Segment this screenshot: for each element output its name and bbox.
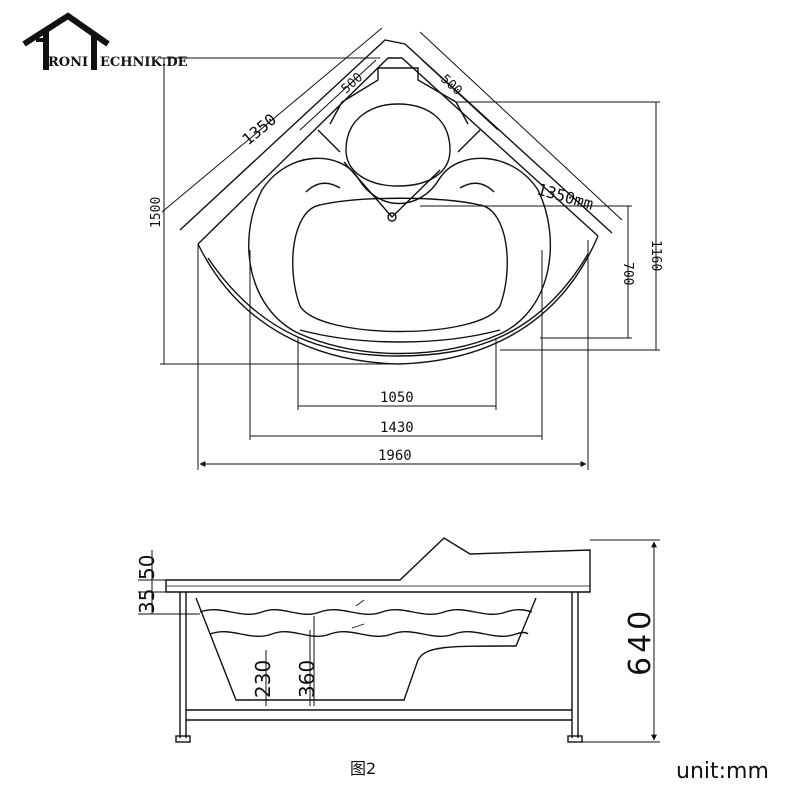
unit-label: unit:mm [676,759,769,784]
bath-bowl [248,157,552,355]
dim-700: 700 [620,262,635,285]
tub-body [195,597,537,701]
dim-1430: 1430 [380,420,414,436]
water-wave-lower [209,630,529,638]
dim-1050: 1050 [380,390,414,406]
corner-rim-outline [179,39,613,365]
dim-1960: 1960 [378,448,412,464]
drain-icon [387,212,397,222]
dim-1350-right: 1350mm [535,180,596,214]
water-wave-upper [199,608,533,616]
dim-1160: 1160 [648,240,663,271]
top-view [160,27,660,470]
brand-logo: RONI ECHNIK.DE [22,12,188,70]
dim-640: 640 [623,607,658,676]
dim-360: 360 [295,660,319,698]
side-view-dimension-labels: 50 35 230 360 640 [135,555,658,698]
rim-profile [165,537,591,593]
dim-1500: 1500 [149,197,164,228]
house-roof-icon [22,12,110,70]
logo-text-b: ECHNIK.DE [100,55,188,70]
backrest [317,67,481,187]
support-frame [175,592,583,743]
dim-500-left: 500 [339,70,366,97]
side-view [138,537,660,743]
logo-text-a: RONI [48,55,88,70]
dim-230: 230 [251,660,275,698]
dim-50: 50 [135,555,159,580]
top-view-dimension-labels: 500 500 1350 1350mm 1500 1160 700 1050 1… [149,70,663,464]
figure-caption: 图2 [350,759,376,778]
dim-35: 35 [135,589,159,614]
